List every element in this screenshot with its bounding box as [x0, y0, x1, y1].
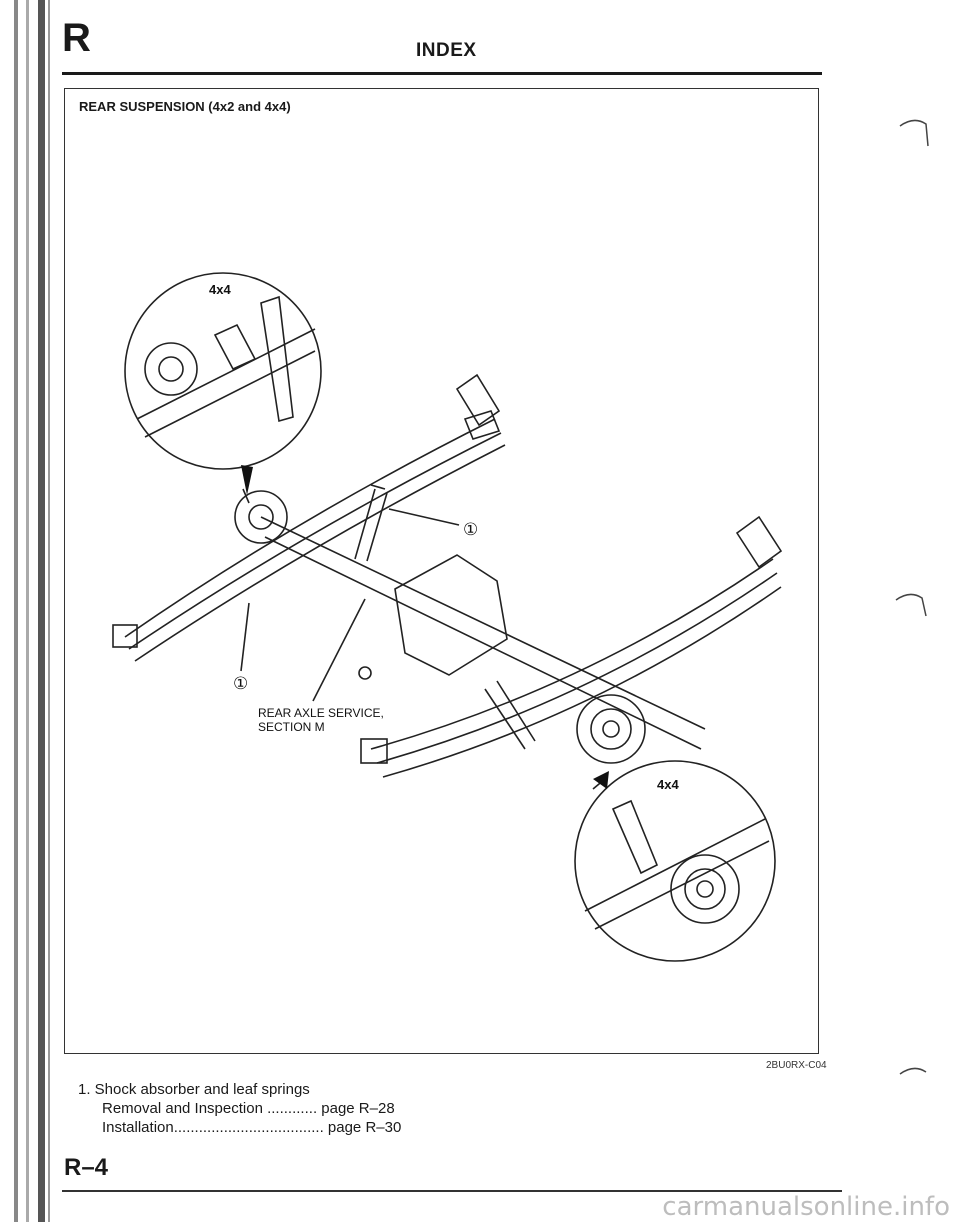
figure-frame: REAR SUSPENSION (4x2 and 4x4) [64, 88, 819, 1054]
axle-housing [260, 516, 706, 750]
leaf-spring-left [124, 418, 506, 662]
legend-item-1-title: 1. Shock absorber and leaf springs [78, 1081, 310, 1098]
binding-edge [0, 0, 58, 1222]
watermark: carmanualsonline.info [662, 1192, 950, 1222]
section-letter: R [62, 16, 91, 60]
axle-note-line-1: REAR AXLE SERVICE, [258, 706, 384, 720]
figure-title: REAR SUSPENSION (4x2 and 4x4) [79, 99, 291, 114]
legend: 1. Shock absorber and leaf springs Remov… [78, 1080, 401, 1137]
shock-absorber-left [354, 484, 388, 562]
header-rule [62, 72, 822, 75]
footer-rule [62, 1190, 842, 1192]
page-title: INDEX [416, 40, 477, 61]
callout-shock-absorber: ① [463, 520, 478, 539]
suspension-illustration: 4x4 4x4 ① ① REAR AXLE SERVICE, SECTION M [112, 272, 783, 962]
legend-item-1-installation: Installation............................… [102, 1119, 402, 1136]
inset-top-label: 4x4 [209, 282, 231, 297]
callout-leaf-spring: ① [233, 674, 248, 693]
axle-note-line-2: SECTION M [258, 720, 325, 734]
margin-mark-2 [895, 593, 927, 617]
margin-mark-1 [899, 119, 929, 147]
inset-circle-bottom [574, 760, 776, 962]
shock-absorber-right [484, 680, 536, 750]
brake-drum-right [576, 694, 646, 764]
brake-drum-left [234, 490, 288, 544]
figure-code: 2BU0RX-C04 [766, 1060, 827, 1071]
legend-item-1-removal: Removal and Inspection ............ page… [102, 1100, 395, 1117]
page-code: R–4 [64, 1154, 109, 1181]
margin-mark-3 [899, 1067, 927, 1075]
inset-bottom-label: 4x4 [657, 777, 679, 792]
leaf-spring-right [370, 558, 782, 778]
inset-circle-top [124, 272, 322, 470]
